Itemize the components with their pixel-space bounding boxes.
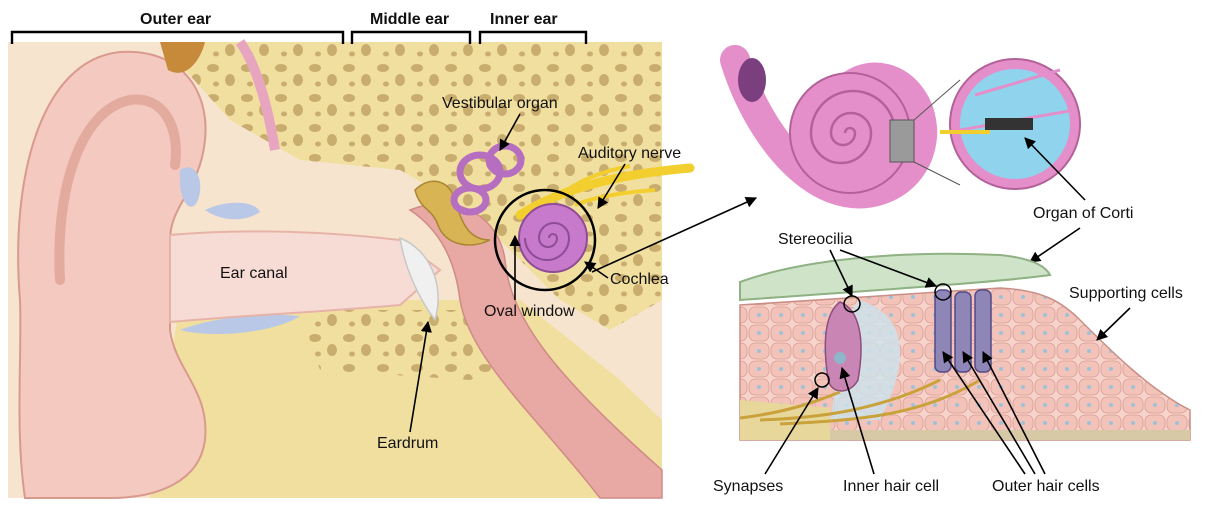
- cochlea-opening: [738, 58, 766, 102]
- synapses-label: Synapses: [713, 478, 783, 495]
- cochlea-label: Cochlea: [610, 271, 669, 288]
- inner-hair-cell-nucleus: [834, 352, 846, 364]
- oval-window-label: Oval window: [484, 303, 575, 320]
- middle-ear-header: Middle ear: [370, 11, 449, 28]
- cochlea-zoom: [735, 58, 1080, 193]
- corti-to-detail-arrow: [1030, 228, 1080, 262]
- stereocilia-label: Stereocilia: [778, 231, 853, 248]
- inner-hair-cell-label: Inner hair cell: [843, 478, 939, 495]
- cochlea-shape: [519, 204, 587, 272]
- outer-hair-cells-label: Outer hair cells: [992, 478, 1100, 495]
- organ-of-corti-mini: [985, 118, 1033, 130]
- inner-ear-header: Inner ear: [490, 11, 558, 28]
- outer-hair-cells-shape: [935, 290, 991, 372]
- ear-canal-label: Ear canal: [220, 265, 288, 282]
- supporting-cells-label: Supporting cells: [1069, 285, 1183, 302]
- organ-of-corti-label: Organ of Corti: [1033, 205, 1133, 222]
- supporting-cells-pointer: [1097, 308, 1130, 340]
- outer-ear-header: Outer ear: [140, 11, 211, 28]
- vestibular-organ-label: Vestibular organ: [442, 95, 558, 112]
- cross-section-slice: [890, 120, 914, 162]
- organ-of-corti-detail: [740, 254, 1190, 440]
- ear-cross-section: [8, 42, 690, 498]
- auditory-nerve-label: Auditory nerve: [578, 145, 681, 162]
- eardrum-label: Eardrum: [377, 435, 438, 452]
